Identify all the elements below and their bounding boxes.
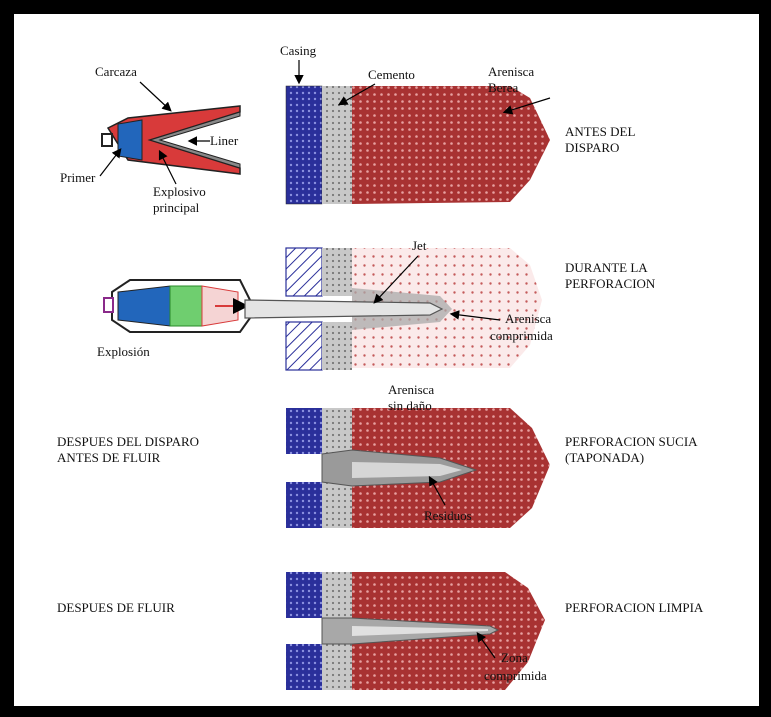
despues-fluir-label: DESPUES DE FLUIR	[57, 600, 175, 615]
explosion-label: Explosión	[97, 344, 150, 359]
primer-arrow	[100, 150, 120, 176]
cement-dirty-upper	[322, 408, 352, 454]
comprimida-zona-label: comprimida	[484, 668, 547, 683]
sandstone-block	[352, 86, 550, 204]
carcaza-arrow	[140, 82, 170, 110]
primer-cap	[102, 134, 112, 146]
formation-before	[286, 86, 550, 204]
durante-label-1: DURANTE LA	[565, 260, 648, 275]
cement-clean-upper	[322, 572, 352, 618]
arenisca-undamaged-label: Arenisca	[388, 382, 434, 397]
primer-cap-explosion	[104, 298, 113, 312]
formation-dirty	[286, 408, 550, 528]
casing-clean-lower	[286, 644, 322, 690]
casing-lower-hatch	[286, 322, 322, 370]
cement-block	[322, 86, 352, 204]
cement-dirty-lower	[322, 482, 352, 528]
casing-block	[286, 86, 322, 204]
jet-label: Jet	[412, 238, 427, 253]
despues-disparo-label-2: ANTES DE FLUIR	[57, 450, 161, 465]
sucia-label-2: (TAPONADA)	[565, 450, 644, 465]
jet-stream	[245, 300, 442, 318]
liner-explosion-shape	[170, 286, 202, 326]
berea-label: Berea	[488, 80, 519, 95]
explosivo-label: Explosivo	[153, 184, 206, 199]
durante-label-2: PERFORACION	[565, 276, 656, 291]
casing-clean-upper	[286, 572, 322, 618]
primer-explosion-shape	[118, 286, 170, 326]
primer-label: Primer	[60, 170, 96, 185]
antes-label-1: ANTES DEL	[565, 124, 635, 139]
casing-upper-hatch	[286, 248, 322, 296]
carcaza-label: Carcaza	[95, 64, 137, 79]
charge-assembly-during	[104, 280, 250, 332]
liner-label: Liner	[210, 133, 239, 148]
casing-label: Casing	[280, 43, 317, 58]
residuos-label: Residuos	[424, 508, 472, 523]
sin-dano-label: sin daño	[388, 398, 432, 413]
casing-dirty-upper	[286, 408, 322, 454]
casing-dirty-lower	[286, 482, 322, 528]
cement-lower	[322, 322, 352, 370]
limpia-label: PERFORACION LIMPIA	[565, 600, 704, 615]
cement-upper	[322, 248, 352, 296]
arenisca-compressed-label: Arenisca	[505, 311, 551, 326]
cement-clean-lower	[322, 644, 352, 690]
despues-disparo-label-1: DESPUES DEL DISPARO	[57, 434, 199, 449]
comprimida-label: comprimida	[490, 328, 553, 343]
primer-shape	[118, 120, 142, 160]
principal-label: principal	[153, 200, 200, 215]
arenisca-label: Arenisca	[488, 64, 534, 79]
antes-label-2: DISPARO	[565, 140, 619, 155]
zona-label: Zona	[501, 650, 528, 665]
cemento-label: Cemento	[368, 67, 415, 82]
sucia-label-1: PERFORACION SUCIA	[565, 434, 698, 449]
formation-during	[245, 248, 542, 370]
